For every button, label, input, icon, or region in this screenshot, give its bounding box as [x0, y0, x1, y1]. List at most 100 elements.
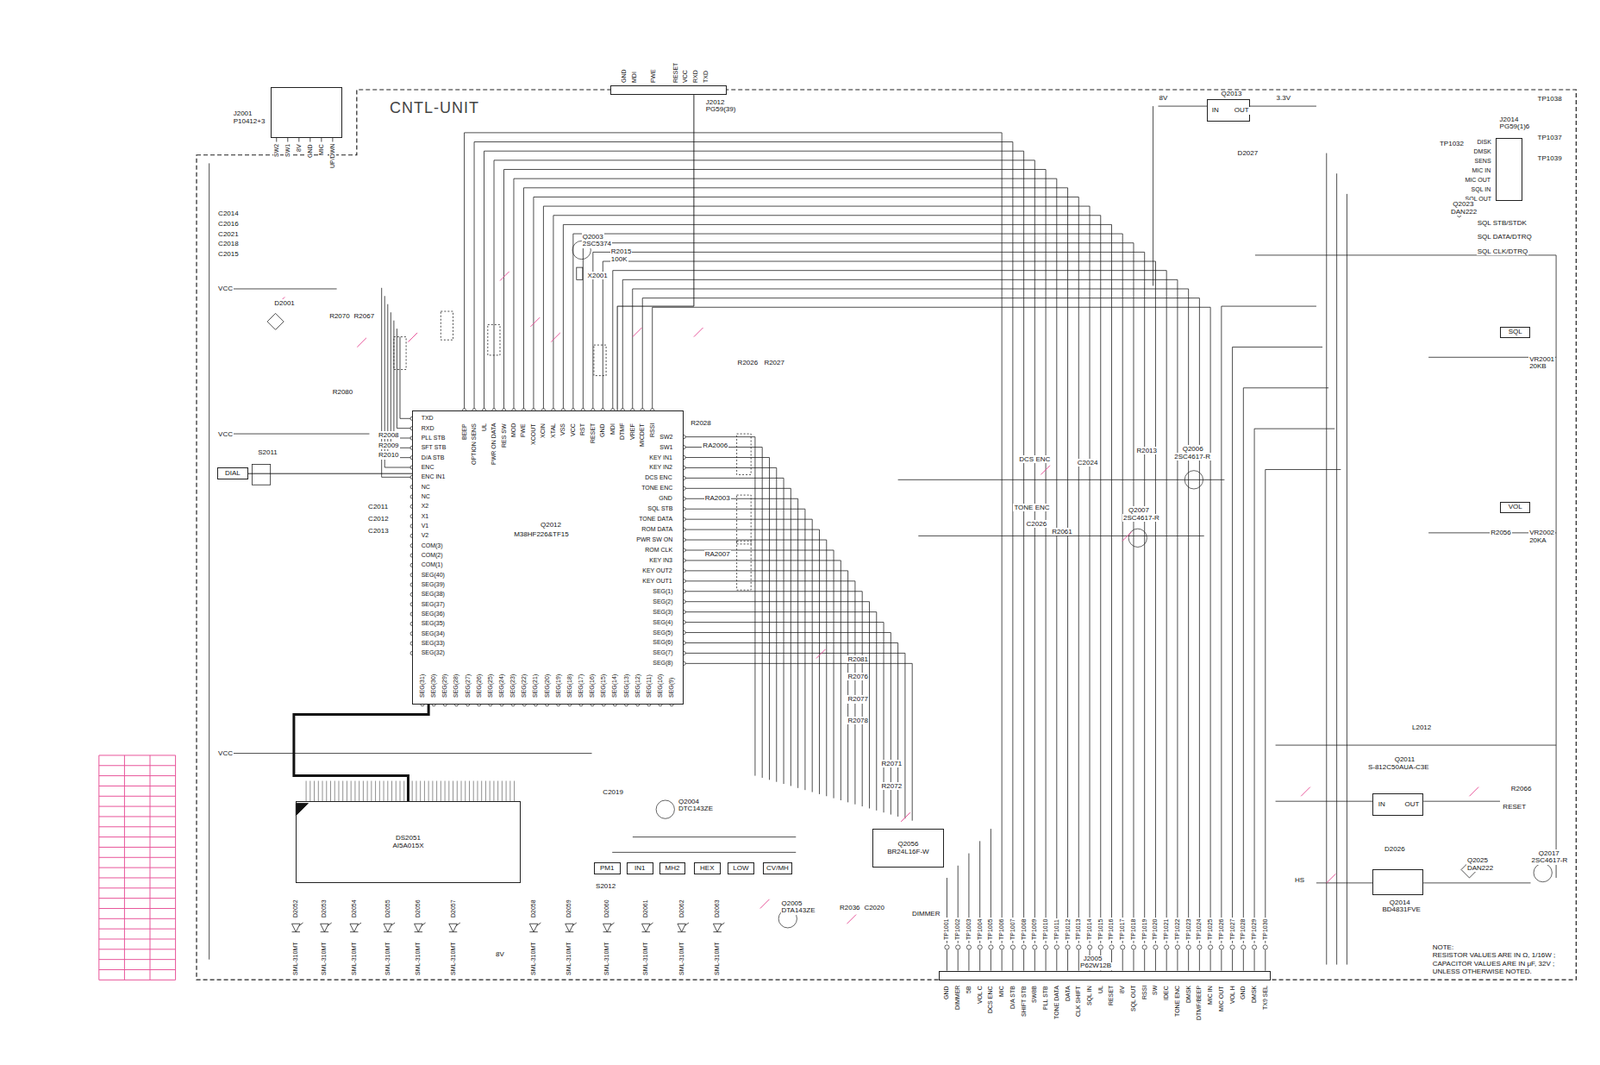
part-label: HS [1293, 875, 1306, 884]
part-label: R2010 [377, 450, 400, 459]
test-point: TP1023 [1185, 918, 1193, 942]
panel-label-box: DIAL [217, 467, 249, 480]
wire [683, 560, 841, 800]
pin-circle [1218, 944, 1224, 950]
table-rule [99, 876, 176, 878]
wire [683, 457, 769, 781]
part-name: CV/MH [766, 864, 789, 873]
led-ray [572, 922, 577, 926]
pin-name: DMSK [1250, 984, 1258, 1004]
part-value: OUT [1233, 106, 1250, 115]
wire [1316, 881, 1373, 883]
lcd-pin [400, 781, 401, 802]
pin-name: DIMMER [954, 984, 962, 1011]
lcd-pin [322, 781, 324, 802]
pin-name: GND [943, 985, 950, 1001]
pin-lead [957, 949, 959, 970]
pin-name: SEG(4) [651, 618, 674, 626]
part-label: R2072 [881, 781, 904, 790]
lcd-pin [318, 781, 319, 802]
mcu-ic: Q2012M38HF226&TF15 [412, 410, 684, 705]
wire [573, 233, 1123, 944]
regulator-ic: Q2011S-812C50AUA-C3EINOUT [1372, 793, 1424, 816]
pin-name: SEG(22) [520, 672, 528, 698]
led-symbol [712, 923, 721, 932]
pin-name: MICDET [638, 422, 646, 448]
test-point: TP1029 [1250, 918, 1258, 942]
pin-circle [1131, 944, 1136, 950]
jack-pin [309, 137, 311, 143]
pin-name: DTMF/BEEP [1195, 984, 1203, 1021]
part-label: R2067 [353, 312, 376, 320]
led-symbol [383, 923, 392, 932]
pin-name: NC [420, 493, 432, 500]
part-label: 100K [610, 255, 629, 263]
wire [232, 752, 593, 754]
led-symbol [642, 923, 650, 932]
led-bar [414, 931, 423, 932]
pin-name: KEY IN3 [648, 556, 674, 564]
lcd-pin [440, 781, 442, 802]
part-label: X2001 [587, 271, 609, 280]
pin-lead [1023, 949, 1025, 970]
part-label: R2036 [838, 903, 862, 912]
part-name: D2063 [713, 899, 721, 919]
pin-name: MIC [318, 143, 325, 157]
pin-lead [1143, 949, 1145, 970]
part-name: Q2056 [897, 840, 919, 849]
check-mark [1300, 787, 1311, 797]
pin-name: FWE [519, 422, 527, 438]
part-name: MH2 [665, 864, 681, 873]
table-rule [98, 755, 100, 980]
pin-circle [1175, 944, 1180, 950]
pin-name: ENC IN1 [420, 473, 447, 481]
test-point: TP1018 [1130, 918, 1138, 942]
led-symbol [677, 923, 686, 932]
test-point: TP1022 [1174, 918, 1182, 942]
unit-outline: CNTL-UNITDIALQ2012M38HF226&TF15DS2051AI5… [196, 89, 1576, 980]
transistor-symbol [1128, 528, 1147, 547]
pin-name: RSSI [1141, 984, 1149, 1000]
test-point: TP1005 [987, 918, 994, 942]
test-point: TP1028 [1239, 918, 1247, 942]
pin-name: MIC [998, 984, 1006, 998]
pin-name: SEG(29) [441, 672, 449, 698]
pin-name: 5B [965, 985, 973, 995]
table-rule [99, 785, 176, 787]
check-mark [1468, 787, 1479, 797]
test-point: TP1007 [1009, 918, 1017, 942]
part-name: SQL [1508, 328, 1523, 337]
pin-name: TXD [702, 69, 710, 84]
table-rule [99, 795, 176, 797]
wire [683, 508, 806, 790]
encoder-symbol [251, 464, 270, 486]
pin-name: SEG(2) [651, 598, 674, 606]
lcd-pin [350, 781, 352, 802]
pin-name: PWR SW ON [635, 536, 674, 544]
pin-name: KEY OUT1 [641, 577, 674, 585]
pin-name: SEG(11) [645, 673, 653, 699]
pin-name: DTMF [618, 422, 626, 441]
wire [562, 224, 1112, 943]
part-value: IN [1211, 106, 1220, 115]
wire [396, 328, 413, 429]
pin-name: VREF [629, 422, 637, 441]
part-label: R2070 [328, 312, 351, 320]
part-label: R2066 [1510, 784, 1533, 793]
part-name: IN1 [634, 864, 645, 873]
part-label: C2026 [1025, 519, 1049, 528]
part-name: D2053 [320, 899, 328, 919]
pin-name: VCC [569, 422, 577, 438]
part-label: RA2003 [704, 493, 732, 502]
pin-circle [1262, 944, 1268, 950]
pin-circle [1208, 944, 1213, 950]
pin-name: DATA [1064, 985, 1072, 1003]
wire [683, 652, 906, 819]
pin-name: SEG(27) [464, 672, 472, 698]
table-rule [99, 937, 176, 939]
led-bar [642, 931, 650, 932]
switch-box: IN1 [626, 862, 654, 875]
table-rule [99, 948, 176, 950]
pin-name: SEG(15) [600, 672, 607, 698]
pin-name: TONE DATA [637, 515, 674, 523]
